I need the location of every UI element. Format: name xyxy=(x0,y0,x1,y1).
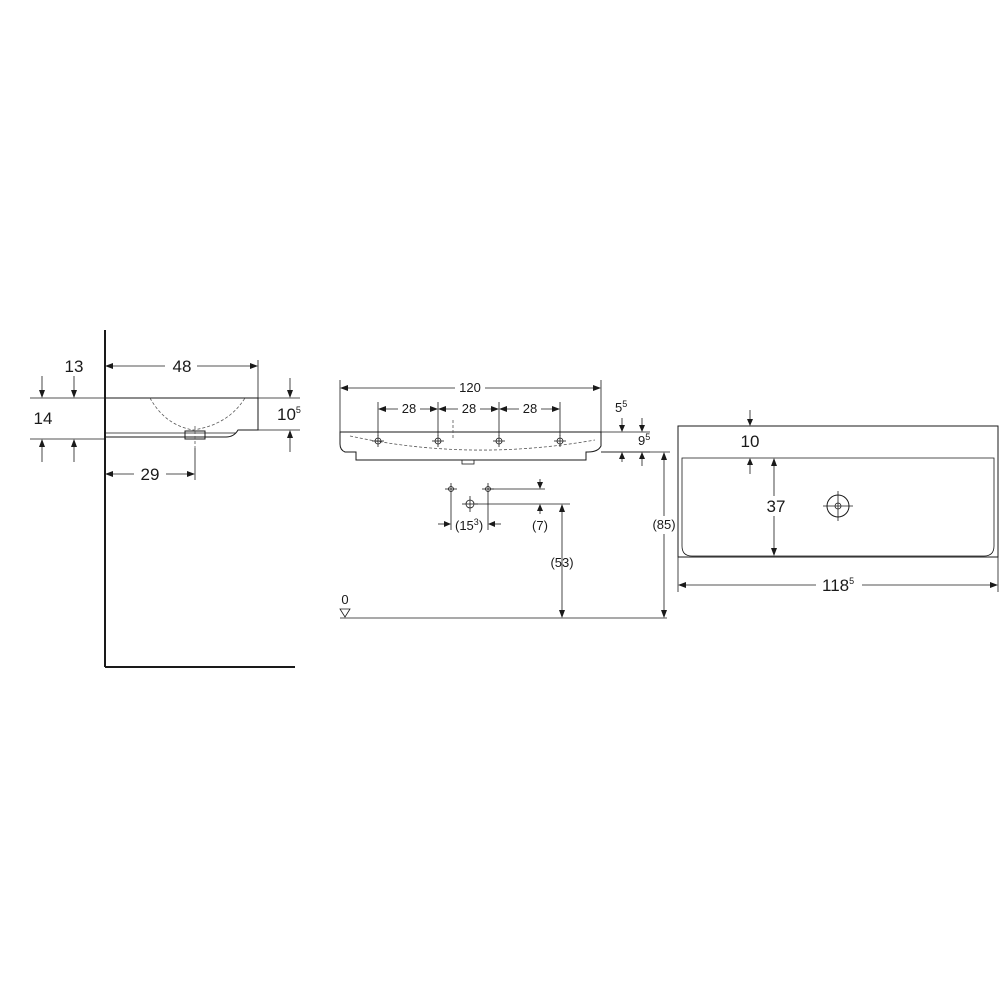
arrow xyxy=(39,439,45,447)
label-bg xyxy=(455,379,485,395)
arrow xyxy=(537,482,543,489)
dim-13-label: 13 xyxy=(65,357,84,376)
bowl-front-hidden xyxy=(349,435,596,451)
dim-37-label: 37 xyxy=(767,497,786,516)
arrow xyxy=(488,521,495,527)
floor-level-label: 0 xyxy=(341,592,348,607)
basin-front-profile xyxy=(339,431,602,461)
dim-10-label: 10 xyxy=(741,432,760,451)
label-bg xyxy=(816,575,862,595)
arrow xyxy=(639,425,645,432)
tap-hole-3 xyxy=(493,435,505,447)
label-bg xyxy=(398,401,420,416)
dim-85-label: (85) xyxy=(652,517,675,532)
arrow xyxy=(537,504,543,511)
arrow xyxy=(39,390,45,398)
basin-side-profile xyxy=(104,397,259,438)
arrow xyxy=(287,430,293,438)
label-bg xyxy=(519,401,541,416)
arrow xyxy=(990,582,998,588)
dim-153-label: (153) xyxy=(455,517,483,533)
arrow xyxy=(499,406,507,412)
arrow xyxy=(771,548,777,556)
dim-29-label: 29 xyxy=(141,465,160,484)
tap-hole-4 xyxy=(554,435,566,447)
label-bg xyxy=(134,463,166,483)
arrow xyxy=(661,610,667,618)
dim-55-label: 55 xyxy=(615,399,627,415)
dim-28-c-label: 28 xyxy=(523,401,537,416)
arrow xyxy=(71,390,77,398)
bowl-top-outline xyxy=(681,457,995,557)
arrow xyxy=(619,452,625,459)
arrow xyxy=(552,406,560,412)
arrow xyxy=(71,439,77,447)
label-bg xyxy=(650,516,678,534)
dim-48-label: 48 xyxy=(173,357,192,376)
arrow xyxy=(287,390,293,398)
front-view: 120 28 28 28 55 95 xyxy=(339,379,678,619)
arrow xyxy=(747,419,753,426)
arrow xyxy=(340,385,348,391)
arrow xyxy=(619,425,625,432)
dim-120-label: 120 xyxy=(459,380,481,395)
drain-top xyxy=(823,491,853,521)
arrow xyxy=(430,406,438,412)
arrow xyxy=(559,504,565,512)
arrow xyxy=(678,582,686,588)
arrow xyxy=(593,385,601,391)
arrow xyxy=(747,458,753,465)
top-view: 10 37 1185 xyxy=(677,410,999,595)
arrow xyxy=(438,406,446,412)
supply-connection-left xyxy=(445,483,457,495)
arrow xyxy=(187,471,195,477)
dim-53-label: (53) xyxy=(550,555,573,570)
arrow xyxy=(661,452,667,460)
arrow xyxy=(105,363,113,369)
arrow xyxy=(250,363,258,369)
label-bg xyxy=(165,355,197,375)
dim-95-label: 95 xyxy=(638,432,650,448)
dim-14-label: 14 xyxy=(34,409,53,428)
dim-28-a-label: 28 xyxy=(402,401,416,416)
arrow xyxy=(771,458,777,466)
dim-28-b-label: 28 xyxy=(462,401,476,416)
dim-1185-label: 1185 xyxy=(822,576,854,595)
side-view: 48 13 14 105 29 xyxy=(30,330,301,668)
arrow xyxy=(378,406,386,412)
tap-hole-1 xyxy=(372,435,384,447)
arrow xyxy=(491,406,499,412)
arrow xyxy=(444,521,451,527)
bowl-hidden-contour xyxy=(149,397,246,431)
arrow xyxy=(639,452,645,459)
arrow xyxy=(559,610,565,618)
label-bg xyxy=(762,496,788,516)
dim-105-label: 105 xyxy=(277,405,301,424)
basin-top-outline xyxy=(677,425,999,558)
label-bg xyxy=(458,401,480,416)
arrow xyxy=(105,471,113,477)
dim-7-label: (7) xyxy=(532,518,548,533)
tap-hole-2 xyxy=(432,435,444,447)
drain-stub xyxy=(461,459,475,465)
level-marker xyxy=(339,608,351,618)
